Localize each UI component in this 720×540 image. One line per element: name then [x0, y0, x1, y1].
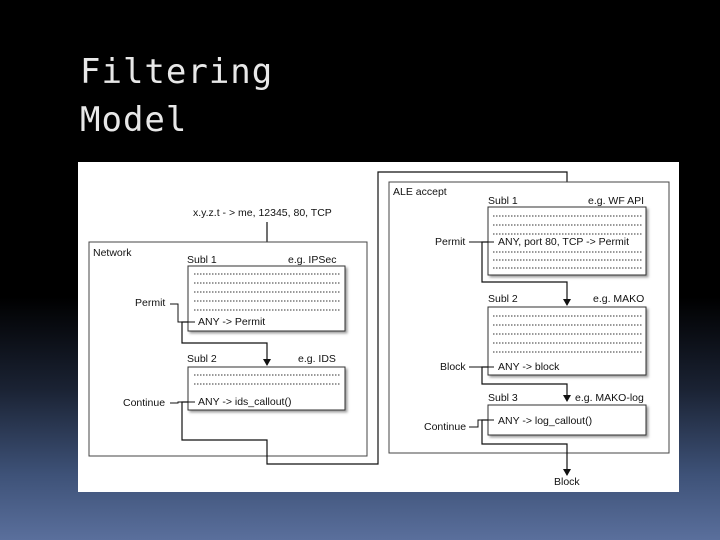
network-subl2-box — [187, 366, 346, 411]
slide-title: Filtering Model — [80, 48, 273, 144]
final-output-arrow — [481, 419, 571, 476]
title-line-2: Model — [80, 100, 188, 140]
network-to-ale-arrow — [181, 171, 571, 465]
network-subl2-rule: ANY -> ids_callout() — [198, 396, 291, 408]
ale-subl2-name: Subl 2 — [488, 293, 518, 305]
network-subl2-action: Continue — [123, 397, 165, 409]
ale-subl1-to-subl2-arrow — [481, 241, 571, 306]
packet-label: x.y.z.t - > me, 12345, 80, TCP — [193, 207, 332, 219]
network-subl2-name: Subl 2 — [187, 353, 217, 365]
ale-subl1-placeholder-rules — [493, 215, 642, 269]
ale-subl2-placeholder-rules — [493, 315, 642, 353]
network-layer-title: Network — [93, 247, 132, 259]
ale-subl2-to-subl3-arrow — [481, 366, 571, 402]
network-subl1-to-subl2-arrow — [181, 321, 271, 366]
final-result-label: Block — [554, 476, 580, 488]
ale-subl1-action: Permit — [435, 236, 465, 248]
network-subl1-example: e.g. IPSec — [288, 254, 336, 266]
ale-subl3-action: Continue — [424, 421, 466, 433]
filtering-model-diagram: x.y.z.t - > me, 12345, 80, TCP Network S… — [78, 162, 679, 492]
ale-subl2-example: e.g. MAKO — [593, 293, 644, 305]
ale-subl2-action: Block — [440, 361, 466, 373]
ale-subl3-rule: ANY -> log_callout() — [498, 415, 592, 427]
network-subl2-placeholder-rules — [194, 374, 340, 385]
ale-subl3-name: Subl 3 — [488, 392, 518, 404]
network-subl1-action: Permit — [135, 297, 165, 309]
ale-subl1-rule: ANY, port 80, TCP -> Permit — [498, 236, 629, 248]
ale-subl1-example: e.g. WF API — [588, 195, 644, 207]
title-line-1: Filtering — [80, 52, 274, 92]
ale-subl1-box — [487, 206, 647, 276]
ale-subl2-rule: ANY -> block — [498, 361, 560, 373]
ale-subl3-box — [487, 404, 647, 436]
ale-subl1-name: Subl 1 — [488, 195, 518, 207]
ale-subl3-example: e.g. MAKO-log — [575, 392, 644, 404]
network-subl2-example: e.g. IDS — [298, 353, 336, 365]
ale-subl2-box — [487, 306, 647, 376]
network-subl1-placeholder-rules — [194, 273, 340, 311]
network-subl1-rule: ANY -> Permit — [198, 316, 265, 328]
ale-layer-title: ALE accept — [393, 186, 447, 198]
network-subl1-name: Subl 1 — [187, 254, 217, 266]
network-subl1-box — [187, 265, 346, 332]
